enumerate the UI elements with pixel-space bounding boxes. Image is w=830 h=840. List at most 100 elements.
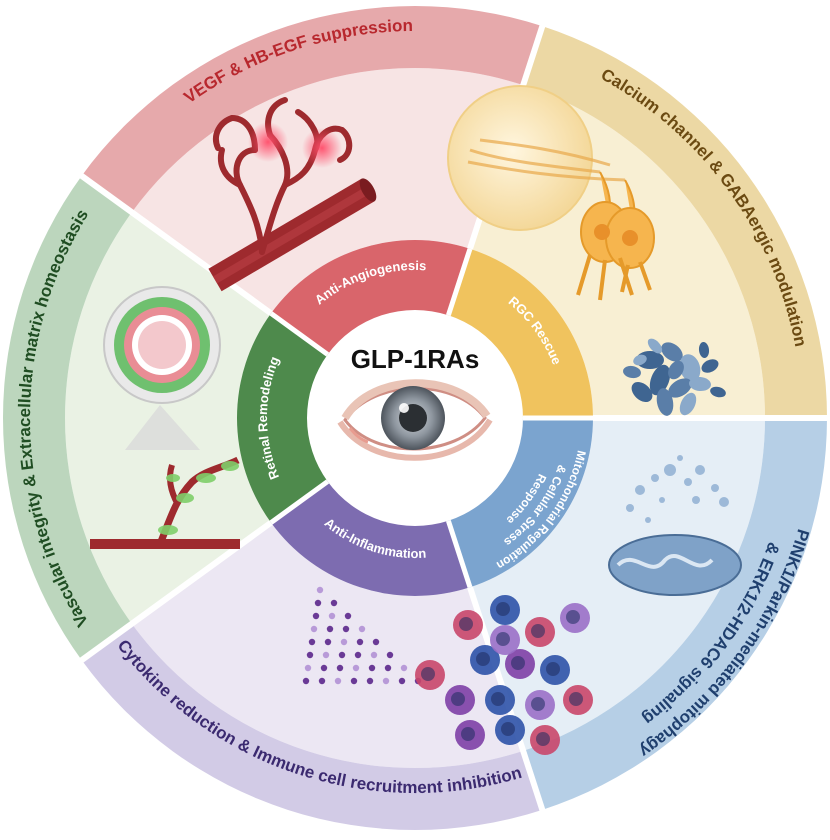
mitochondria-debris (684, 478, 692, 486)
mitochondrion-blob (710, 386, 726, 398)
inner-segment-rgc-rescue (448, 248, 593, 418)
inner-segment-anti-inflammation (270, 481, 471, 596)
immune-cell-nucleus (566, 610, 580, 624)
mitochondrion-blob (623, 365, 641, 379)
cytokine-dot (312, 612, 320, 620)
cytokine-dot (366, 677, 374, 685)
outer-band-calcium (523, 26, 827, 419)
immune-cell-nucleus (461, 727, 475, 741)
immune-cell-nucleus (476, 652, 490, 666)
cytokine-dot (344, 612, 352, 620)
cytokine-dot (384, 664, 392, 672)
mitochondria-debris (626, 504, 634, 512)
immune-cell-nucleus (511, 656, 525, 670)
angiogenesis-vessel-icon (208, 97, 377, 292)
cytokine-dot (302, 677, 310, 685)
outer-band-vascular (2, 175, 132, 661)
mitochondria-debris (659, 497, 665, 503)
immune-cell-nucleus (531, 624, 545, 638)
cytokine-dot (336, 664, 344, 672)
immune-cell-nucleus (451, 692, 465, 706)
mitochondria-debris (719, 497, 729, 507)
cytokine-dot (398, 677, 406, 685)
cytokine-dot (330, 599, 338, 607)
immune-cell-nucleus (421, 667, 435, 681)
immune-cells-icon (302, 586, 593, 755)
immune-cell-nucleus (531, 697, 545, 711)
cytokine-dot (320, 664, 328, 672)
cytokine-dot (342, 625, 350, 633)
inner-segment-mitochondrial (448, 418, 593, 588)
sector-anti-inflammation-bg (131, 522, 524, 768)
immune-cell-nucleus (459, 617, 473, 631)
mitochondrion-blob (647, 338, 663, 354)
mitochondrion-blob (668, 360, 684, 380)
mitochondria-debris (645, 517, 651, 523)
immune-cell-nucleus (496, 632, 510, 646)
immune-cell-nucleus (536, 732, 550, 746)
mitochondrion-blob (701, 359, 719, 373)
cytokine-dot (370, 651, 378, 659)
cytokine-dot (368, 664, 376, 672)
cytokine-dot (340, 638, 348, 646)
cytokine-dot (306, 651, 314, 659)
outer-band-vegf (81, 5, 543, 213)
sector-divider-line (78, 172, 273, 316)
vessel-cross-section-icon (90, 286, 240, 549)
cytokine-dot (338, 651, 346, 659)
cytokine-dot (334, 677, 342, 685)
inner-divider-line (445, 519, 473, 589)
inner-dividers (269, 247, 593, 589)
inner-divider-line (445, 247, 473, 317)
mitochondrion-blob (679, 392, 697, 416)
sector-anti-angiogenesis-bg (131, 68, 524, 314)
inner-divider-line (269, 311, 330, 357)
cytokine-dot (400, 664, 408, 672)
mitochondria-debris (664, 464, 676, 476)
mitochondria-debris (635, 485, 645, 495)
mitochondrion-blob (689, 376, 711, 392)
cytokine-dot (352, 664, 360, 672)
cytokine-dot (372, 638, 380, 646)
cytokine-dot (354, 651, 362, 659)
cytokine-dot (356, 638, 364, 646)
mitochondrion-blob (649, 364, 671, 396)
mitochondrion-blob (631, 382, 653, 402)
cytokine-dot (350, 677, 358, 685)
immune-cell-nucleus (569, 692, 583, 706)
immune-cell-nucleus (501, 722, 515, 736)
mitochondria-debris (711, 484, 719, 492)
mitochondrion-blob (656, 388, 674, 416)
center-title: GLP-1RAs (351, 344, 480, 374)
mitochondrion-blob (698, 342, 710, 358)
cytokine-dot (382, 677, 390, 685)
cytokine-dot (322, 651, 330, 659)
immune-cell-nucleus (496, 602, 510, 616)
rgc-neuron-icon (447, 85, 655, 301)
inner-divider-line (269, 479, 330, 525)
immune-cell-nucleus (546, 662, 560, 676)
mitochondrion-blob (679, 354, 701, 382)
cytokine-dot (324, 638, 332, 646)
cytokine-dot (328, 612, 336, 620)
mitochondria-debris (692, 496, 700, 504)
outer-band-pink1 (523, 418, 827, 810)
cytokine-dot (314, 599, 322, 607)
cytokine-dot (310, 625, 318, 633)
mitochondria-debris (677, 455, 683, 461)
inner-segment-retinal-remodeling (236, 313, 328, 523)
cytokine-dot (318, 677, 326, 685)
cytokine-dot (326, 625, 334, 633)
cytokine-dot (304, 664, 312, 672)
cytokine-dot (358, 625, 366, 633)
outer-band-cytokine (81, 623, 543, 830)
mitochondria-icon (608, 338, 742, 596)
mitochondrion-blob (661, 342, 683, 362)
eye-icon (337, 379, 493, 461)
mitochondria-debris (695, 465, 705, 475)
immune-cell-nucleus (491, 692, 505, 706)
mitochondrion-blob (633, 354, 647, 366)
mitochondrion-blob (668, 378, 692, 398)
